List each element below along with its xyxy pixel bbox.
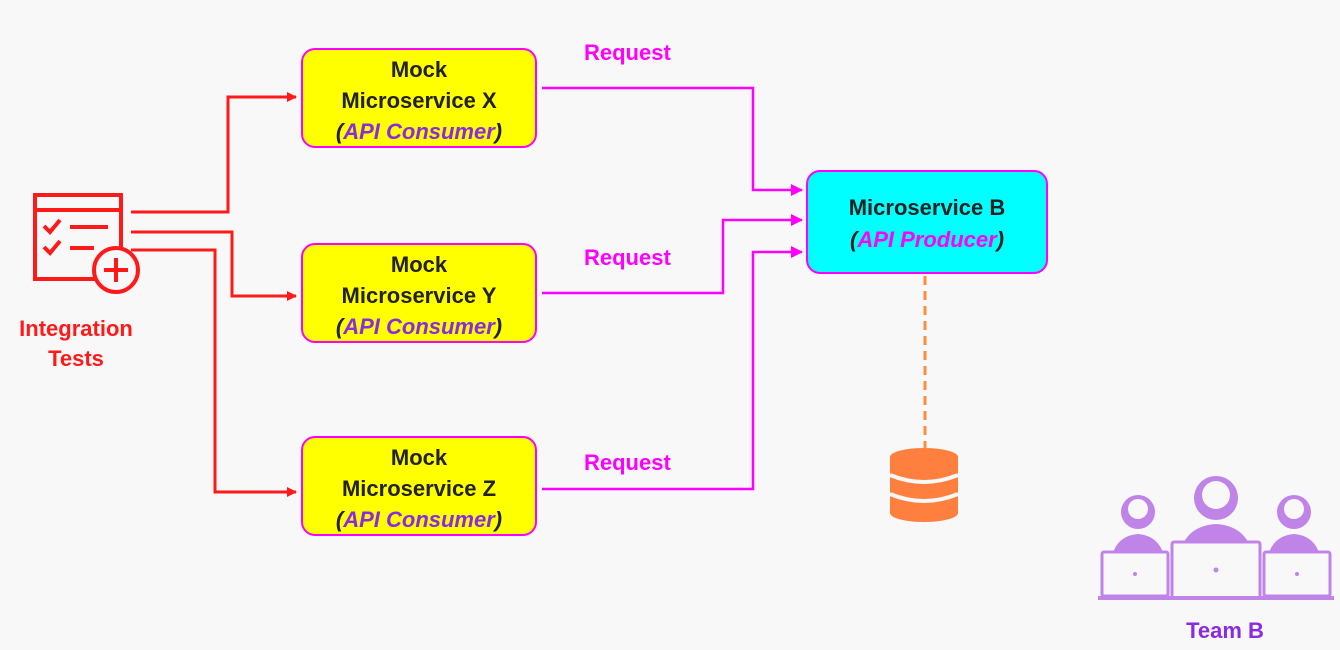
microservice-b-producer: Microservice B (API Producer) (806, 170, 1048, 274)
mock-z-line2: Microservice Z (341, 476, 497, 501)
integration-tests-line2: Tests (48, 346, 104, 371)
request-label-x: Request (584, 40, 671, 65)
mock-x-role-line: (API Consumer) (303, 116, 535, 147)
producer-role: API Producer (857, 227, 997, 252)
test-arrow-x (131, 92, 297, 214)
integration-tests-line1: Integration (19, 316, 133, 341)
test-arrow-z (131, 248, 297, 497)
mock-x-line2: Microservice X (341, 88, 497, 113)
mock-z-open-paren: ( (335, 507, 344, 532)
producer-role-line: (API Producer) (808, 224, 1046, 256)
mock-x-role: API Consumer (343, 119, 495, 144)
mock-z-line1: Mock (390, 445, 448, 470)
mock-y-line1: Mock (390, 252, 448, 277)
producer-line1: Microservice B (848, 195, 1006, 220)
mock-z-role-line: (API Consumer) (303, 504, 535, 535)
request-arrow-z (542, 246, 803, 491)
mock-microservice-x: Mock Microservice X (API Consumer) (301, 48, 537, 148)
mock-x-close-paren: ) (494, 119, 503, 144)
team-icon (1098, 476, 1334, 600)
integration-tests-label: Integration Tests (0, 314, 152, 374)
request-label-y: Request (584, 245, 671, 270)
producer-open-paren: ( (849, 227, 858, 252)
mock-microservice-y: Mock Microservice Y (API Consumer) (301, 243, 537, 343)
team-b-label: Team B (1186, 618, 1264, 643)
mock-y-role-line: (API Consumer) (303, 311, 535, 342)
mock-z-role: API Consumer (343, 507, 495, 532)
mock-y-close-paren: ) (494, 314, 503, 339)
database-icon (889, 448, 959, 522)
mock-y-open-paren: ( (335, 314, 344, 339)
mock-z-close-paren: ) (494, 507, 503, 532)
mock-y-role: API Consumer (343, 314, 495, 339)
mock-x-open-paren: ( (335, 119, 344, 144)
mock-y-line2: Microservice Y (341, 283, 497, 308)
request-arrow-y (542, 214, 803, 295)
test-arrow-y (131, 230, 297, 301)
request-label-z: Request (584, 450, 671, 475)
mock-x-line1: Mock (390, 57, 448, 82)
mock-microservice-z: Mock Microservice Z (API Consumer) (301, 436, 537, 536)
producer-close-paren: ) (996, 227, 1005, 252)
request-arrow-x (542, 86, 803, 196)
checklist-add-icon (33, 193, 140, 294)
